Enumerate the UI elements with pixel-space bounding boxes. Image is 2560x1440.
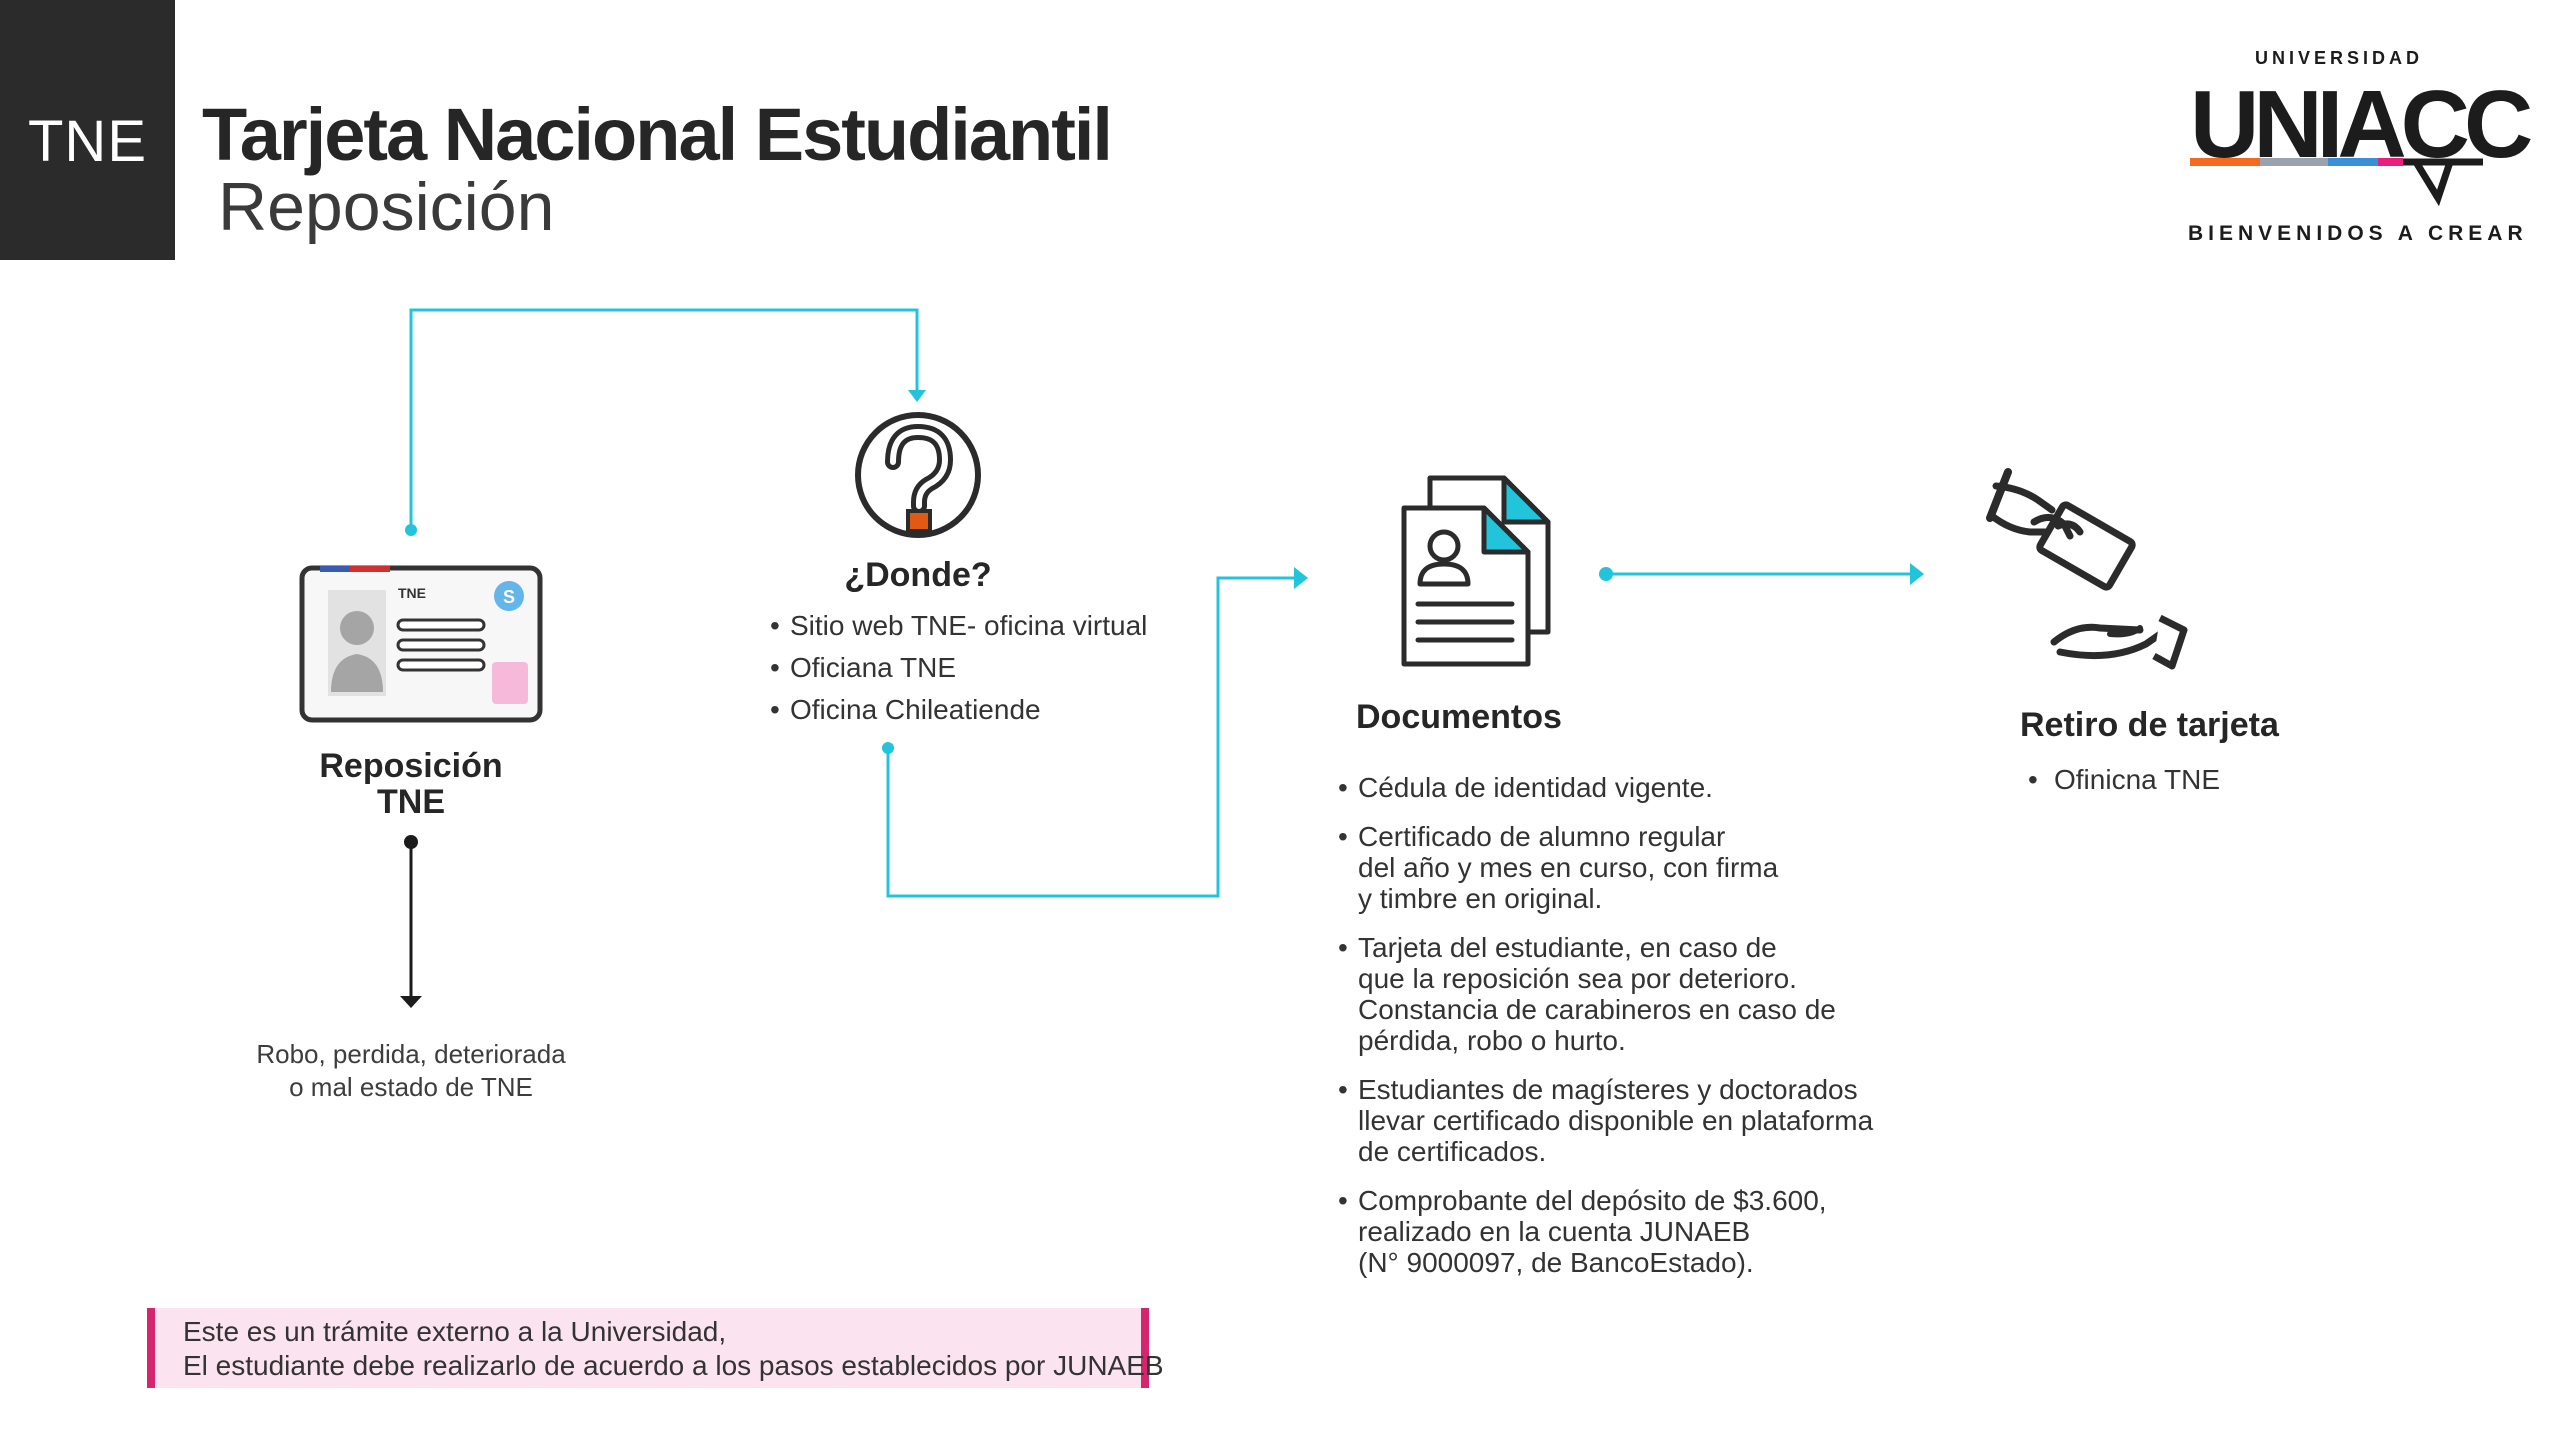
connector-donde-dot (882, 742, 894, 754)
question-mark-icon (855, 412, 981, 538)
id-card-icon: TNE S (299, 565, 543, 723)
donde-item-chileatiende: Oficina Chileatiende (766, 689, 1147, 731)
documents-icon (1401, 475, 1551, 667)
connector-card-dot (405, 524, 417, 536)
logo-speech-tail-icon (2190, 158, 2483, 207)
documentos-item-comprobante: Comprobante del depósito de $3.600, real… (1334, 1185, 1873, 1278)
page-subtitle: Reposición (218, 169, 555, 245)
connector-retiro-arrowhead (1910, 563, 1924, 585)
hand-card-icon (1986, 468, 2188, 670)
reposicion-reason: Robo, perdida, deteriorada o mal estado … (211, 1038, 611, 1104)
id-card-badge: S (503, 587, 515, 607)
donde-list: Sitio web TNE- oficina virtual Oficiana … (766, 605, 1147, 731)
connector-donde-arrowhead (908, 390, 926, 402)
note-line2: El estudiante debe realizarlo de acuerdo… (183, 1350, 1164, 1381)
connector-reposicion-arrowhead (400, 996, 422, 1008)
reposicion-reason-line2: o mal estado de TNE (289, 1072, 533, 1102)
retiro-item-oficina: Ofinicna TNE (2024, 764, 2220, 795)
reposicion-label-line2: TNE (377, 783, 445, 821)
note-line1: Este es un trámite externo a la Universi… (183, 1316, 727, 1347)
documentos-list: Cédula de identidad vigente. Certificado… (1334, 772, 1873, 1296)
retiro-title: Retiro de tarjeta (2020, 706, 2279, 744)
connector-documentos-arrowhead (1294, 567, 1308, 589)
connector-reposicion-dot (404, 835, 418, 849)
documentos-item-tarjeta-constancia: Tarjeta del estudiante, en caso de que l… (1334, 932, 1873, 1056)
connector-documentos-dot (1599, 567, 1613, 581)
id-card-label: TNE (398, 585, 426, 601)
external-process-note: Este es un trámite externo a la Universi… (147, 1308, 1164, 1388)
donde-item-sitio-web: Sitio web TNE- oficina virtual (766, 605, 1147, 647)
donde-title: ¿Donde? (844, 556, 992, 594)
page-title: Tarjeta Nacional Estudiantil (202, 93, 1113, 176)
donde-item-oficina-tne: Oficiana TNE (766, 647, 1147, 689)
retiro-list: Ofinicna TNE (2024, 764, 2220, 795)
reposicion-reason-line1: Robo, perdida, deteriorada (256, 1039, 566, 1069)
documentos-item-cedula: Cédula de identidad vigente. (1334, 772, 1873, 803)
documentos-title: Documentos (1356, 698, 1562, 736)
tne-badge-box: TNE (0, 0, 175, 260)
connector-donde-to-documentos (886, 576, 1298, 898)
tne-badge-text: TNE (28, 109, 147, 174)
reposicion-label-line1: Reposición (319, 747, 503, 785)
logo-tagline: BIENVENIDOS A CREAR (2188, 222, 2528, 245)
reposicion-label: Reposición TNE (251, 748, 571, 820)
documentos-item-magisteres: Estudiantes de magísteres y doctorados l… (1334, 1074, 1873, 1167)
documentos-item-certificado-alumno: Certificado de alumno regular del año y … (1334, 821, 1873, 914)
connector-card-to-donde (409, 308, 919, 530)
logo-university-text: UNIVERSIDAD (2255, 48, 2424, 68)
